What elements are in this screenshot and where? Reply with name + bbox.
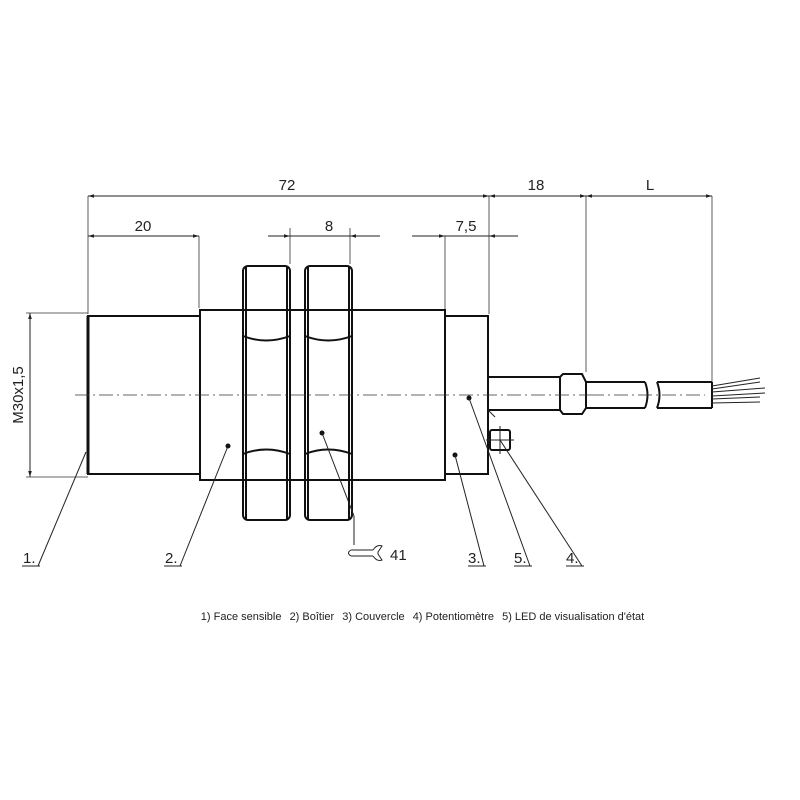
cable-wires	[711, 377, 766, 404]
extension-lines	[26, 196, 713, 478]
dim-7-5-label: 7,5	[456, 218, 477, 235]
legend-item-1: 1) Face sensible	[200, 611, 282, 623]
cable-gland	[487, 373, 587, 418]
dim-18-label: 18	[528, 177, 545, 194]
leader-lines	[22, 397, 584, 567]
callout-5-label: 5.	[514, 550, 527, 567]
cable	[586, 381, 713, 409]
thread-label: M30x1,5	[10, 366, 27, 424]
dim-72-label: 72	[279, 177, 296, 194]
legend-item-4: 4) Potentiomètre	[412, 611, 495, 623]
legend-caption: 1) Face sensible 2) Boîtier 3) Couvercle…	[0, 611, 800, 623]
dim-8-label: 8	[325, 218, 333, 235]
dim-L-label: L	[646, 177, 654, 194]
callout-3-label: 3.	[468, 550, 481, 567]
wrench-size-label: 41	[390, 547, 407, 564]
legend-item-5: 5) LED de visualisation d'état	[502, 611, 645, 623]
legend-item-2: 2) Boîtier	[289, 611, 335, 623]
dimension-lines	[28, 194, 712, 477]
wrench-icon	[348, 545, 383, 561]
nut-left	[242, 265, 291, 521]
nut-right	[304, 265, 353, 521]
callout-1-label: 1.	[23, 550, 36, 567]
legend-item-3: 3) Couvercle	[342, 611, 405, 623]
dim-20-label: 20	[135, 218, 152, 235]
callout-2-label: 2.	[165, 550, 178, 567]
callout-4-label: 4.	[566, 550, 579, 567]
